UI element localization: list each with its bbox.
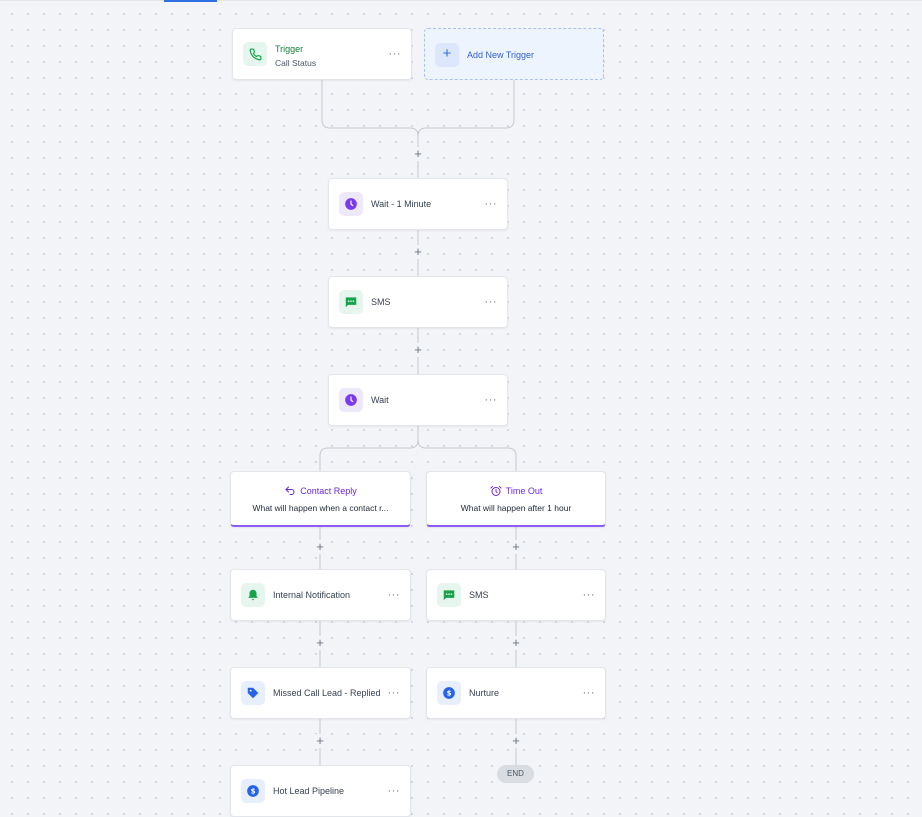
add-step-button[interactable]: + (313, 540, 327, 554)
step-node-wait[interactable]: Wait ··· (328, 374, 508, 426)
add-trigger-label: Add New Trigger (467, 50, 535, 60)
branch-title-row: Contact Reply (231, 485, 410, 497)
add-step-button[interactable]: + (411, 147, 425, 161)
dollar-icon: $ (241, 779, 265, 803)
svg-text:$: $ (447, 689, 452, 697)
branch-title-row: Time Out (427, 485, 605, 497)
node-menu-button[interactable]: ··· (484, 296, 497, 308)
node-menu-button[interactable]: ··· (387, 785, 400, 797)
node-menu-button[interactable]: ··· (484, 198, 497, 210)
phone-icon (243, 42, 267, 66)
step-node-sms-timeout[interactable]: SMS ··· (426, 569, 606, 621)
step-label: Wait (371, 395, 389, 405)
alarm-clock-icon (490, 486, 502, 496)
end-marker: END (497, 765, 534, 783)
step-label: Hot Lead Pipeline (273, 786, 345, 796)
message-icon (339, 290, 363, 314)
plus-icon: + (435, 43, 459, 67)
step-node-wait-1-minute[interactable]: Wait - 1 Minute ··· (328, 178, 508, 230)
step-label: SMS (371, 297, 391, 307)
reply-icon (285, 486, 295, 495)
add-new-trigger-button[interactable]: + Add New Trigger (424, 28, 604, 80)
add-step-button[interactable]: + (411, 343, 425, 357)
branch-title: Contact Reply (300, 486, 357, 496)
add-step-button[interactable]: + (509, 734, 523, 748)
tag-icon (241, 681, 265, 705)
clock-icon (339, 388, 363, 412)
step-node-sms[interactable]: SMS ··· (328, 276, 508, 328)
trigger-node[interactable]: Trigger Call Status ··· (232, 28, 412, 80)
step-node-internal-notification[interactable]: Internal Notification ··· (230, 569, 411, 621)
node-menu-button[interactable]: ··· (387, 687, 400, 699)
step-label: SMS (469, 590, 489, 600)
trigger-subtitle: Call Status (275, 58, 317, 68)
branch-time-out[interactable]: Time Out What will happen after 1 hour (426, 471, 606, 527)
step-label: Internal Notification (273, 590, 351, 600)
node-menu-button[interactable]: ··· (388, 48, 401, 60)
trigger-title: Trigger (275, 44, 304, 54)
step-label: Nurture (469, 688, 500, 698)
top-border (0, 0, 922, 1)
step-label: Wait - 1 Minute (371, 199, 432, 209)
node-menu-button[interactable]: ··· (387, 589, 400, 601)
node-menu-button[interactable]: ··· (582, 589, 595, 601)
dollar-icon: $ (437, 681, 461, 705)
add-step-button[interactable]: + (313, 636, 327, 650)
step-node-nurture[interactable]: $ Nurture ··· (426, 667, 606, 719)
active-tab-indicator (164, 0, 217, 2)
svg-text:$: $ (251, 787, 256, 795)
branch-title: Time Out (505, 486, 543, 496)
node-menu-button[interactable]: ··· (484, 394, 497, 406)
message-icon (437, 583, 461, 607)
step-node-hot-lead-pipeline[interactable]: $ Hot Lead Pipeline ··· (230, 765, 411, 817)
node-menu-button[interactable]: ··· (582, 687, 595, 699)
step-label: Missed Call Lead - Replied (273, 688, 381, 698)
branch-description: What will happen when a contact r... (252, 503, 389, 513)
branch-description: What will happen after 1 hour (460, 503, 572, 513)
add-step-button[interactable]: + (509, 540, 523, 554)
clock-icon (339, 192, 363, 216)
step-node-missed-call-lead[interactable]: Missed Call Lead - Replied ··· (230, 667, 411, 719)
add-step-button[interactable]: + (411, 245, 425, 259)
add-step-button[interactable]: + (313, 734, 327, 748)
bell-icon (241, 583, 265, 607)
branch-contact-reply[interactable]: Contact Reply What will happen when a co… (230, 471, 411, 527)
add-step-button[interactable]: + (509, 636, 523, 650)
